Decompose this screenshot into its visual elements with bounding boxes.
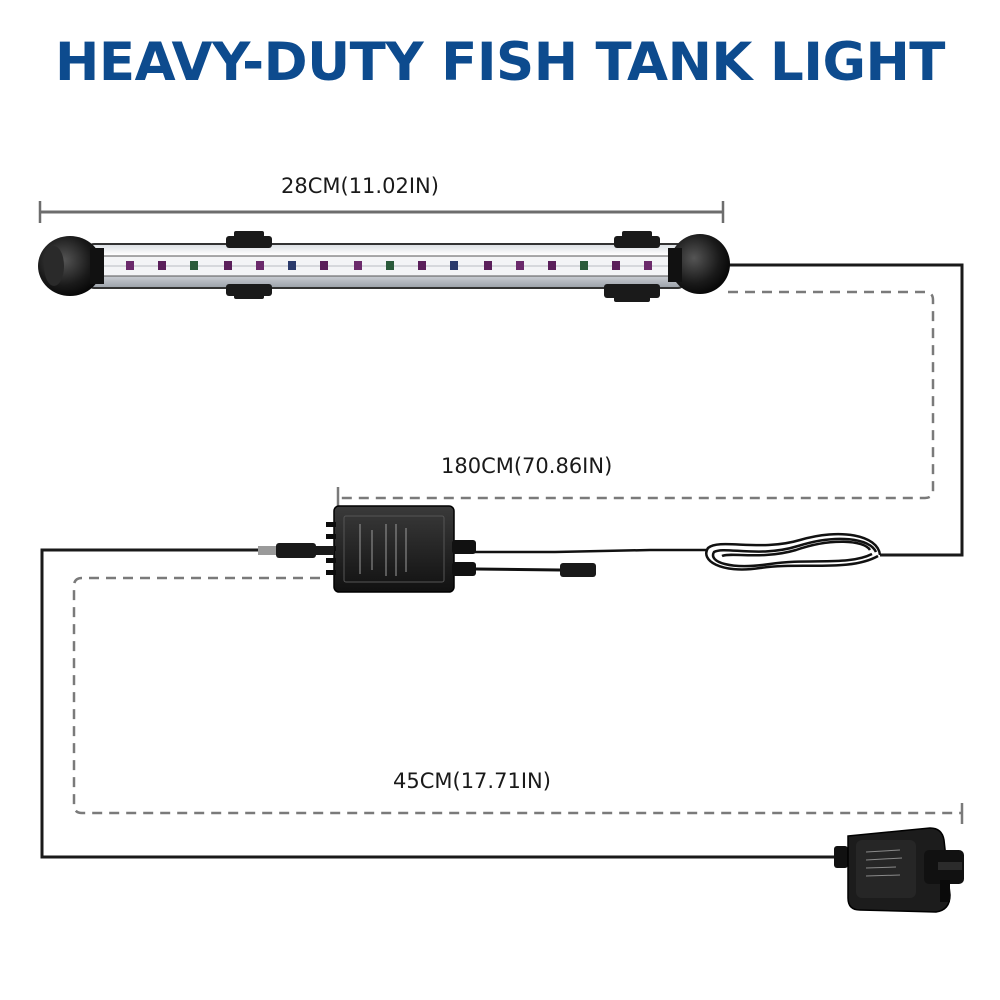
adapter-cable — [40, 548, 845, 859]
led-chip-row — [126, 261, 652, 270]
dc-plug-connector — [258, 543, 334, 558]
page-title: HEAVY-DUTY FISH TANK LIGHT — [55, 32, 945, 93]
power-adapter — [828, 827, 964, 913]
led-light-bar — [38, 231, 730, 302]
cable-length-label: 180CM(70.86IN) — [441, 454, 613, 478]
cable-guide-dashed-45 — [72, 576, 962, 815]
length-dimension-line — [38, 201, 725, 223]
suction-clip-left — [226, 231, 272, 299]
cable-guide-dashed-180 — [340, 290, 935, 500]
ir-controller-box — [326, 505, 476, 593]
coiled-cable — [470, 532, 882, 571]
output-connector — [475, 563, 596, 577]
right-end-cap — [668, 234, 730, 294]
length-label: 28CM(11.02IN) — [281, 174, 439, 198]
adapter-cable-length-label: 45CM(17.71IN) — [393, 769, 551, 793]
left-end-cap — [38, 236, 104, 296]
suction-clip-right — [604, 231, 660, 302]
light-cable — [720, 263, 964, 557]
